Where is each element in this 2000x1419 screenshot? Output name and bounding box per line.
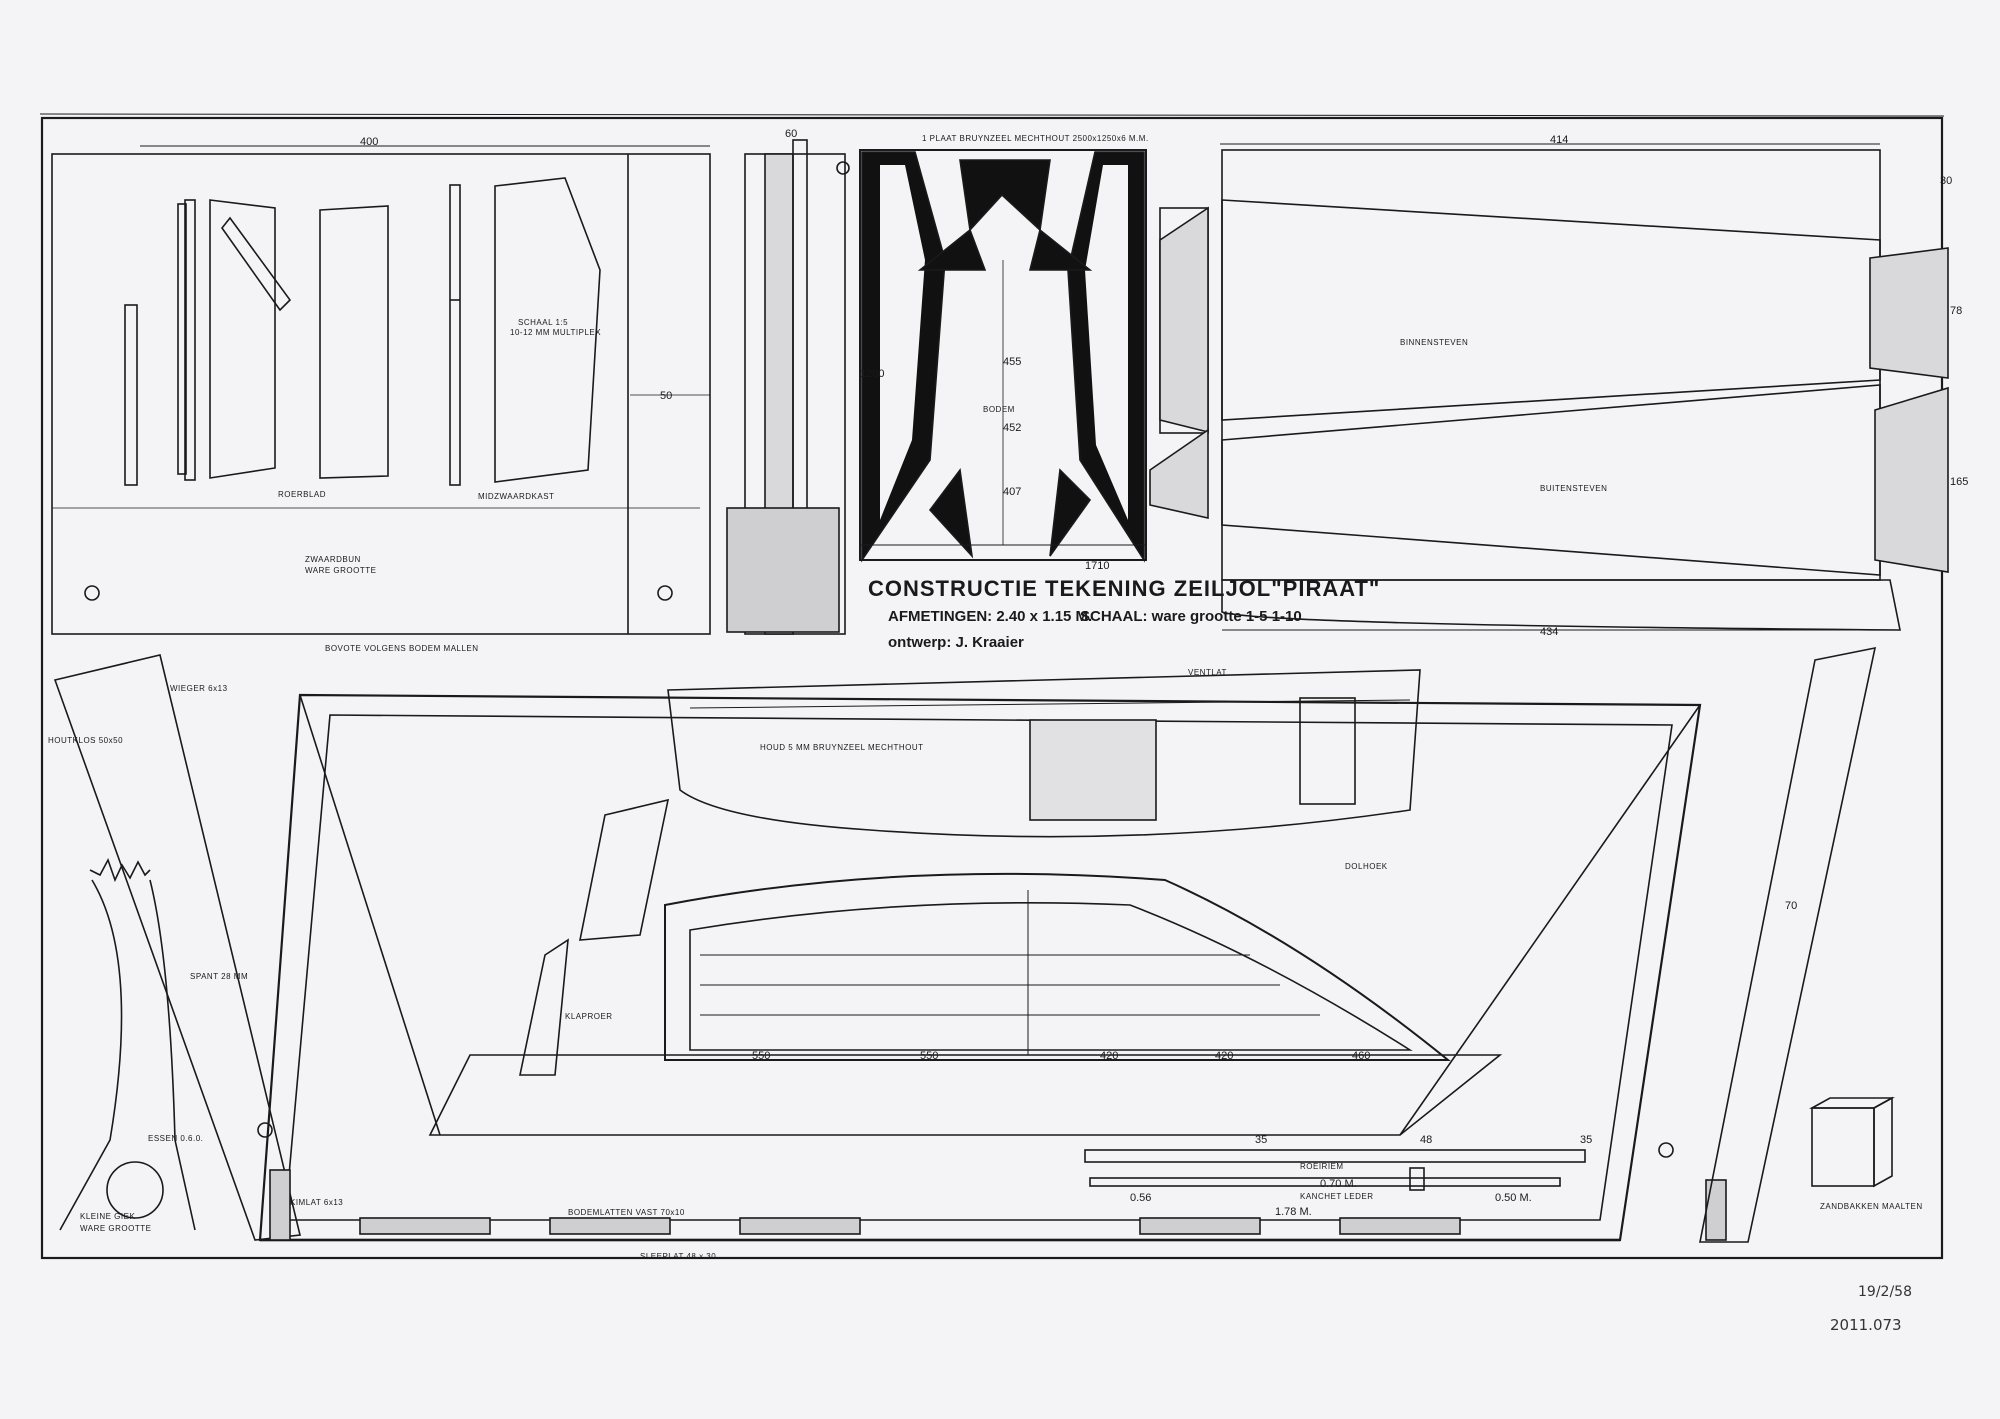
stamp-date: 19/2/58 [1858,1284,1912,1300]
transom-lower [1149,428,1209,519]
label-roeiriem: ROEIRIEM [1300,1162,1344,1171]
label-sleeplat: SLEEPLAT 48 x 30 [640,1252,717,1261]
dim-414: 414 [1550,134,1569,146]
label-roerblad: ROERBLAD [278,490,327,499]
stem-panel [1221,149,1881,581]
label-spant: SPANT 28 MM [190,972,249,981]
label-zwaard: ZWAARDBUN [305,555,361,564]
len-420b: 420 [1215,1050,1234,1062]
centreboard-full [494,177,601,483]
dim-165: 165 [1950,476,1969,488]
mast-column [744,153,846,635]
gunwale-detail [89,858,151,883]
label-hull-plywood: HOUD 5 MM BRUYNZEEL MECHTHOUT [760,743,924,752]
tiller-part [124,304,138,486]
label-kleine-giek: KLEINE GIEK [80,1212,136,1221]
stern-frame [1699,646,1877,1243]
dim-1200: 1200 [860,368,885,380]
label-bodem-note: BOVOTE VOLGENS BODEM MALLEN [325,644,479,653]
label-ventilat: VENTLAT [1188,668,1227,677]
hull-outline [258,693,1702,1242]
border-top-shadow [39,113,1945,117]
len-550b: 550 [920,1050,939,1062]
label-klaproer: KLAPROER [565,1012,613,1021]
tiller-elbow [519,938,569,1076]
len-178: 1.78 M. [1275,1206,1312,1218]
label-midzwaard: MIDZWAARDKAST [478,492,555,501]
rudder-blade [209,199,276,479]
dim-78: 78 [1950,305,1963,317]
ply-piece-3 [959,159,1051,232]
label-ware-grootte-2: WARE GROOTTE [80,1224,152,1233]
dim-30: 30 [1940,175,1953,187]
panel-centreboard [51,153,711,635]
len-460: 460 [1352,1050,1371,1062]
len-056: 0.56 [1130,1192,1152,1204]
label-zandbakken: ZANDBAKKEN MAALTEN [1820,1202,1923,1211]
label-bodem: BODEM [983,405,1015,414]
label-bodemlatten: BODEMLATTEN VAST 70x10 [568,1208,685,1217]
drawing-designer: ontwerp: J. Kraaier [888,634,1024,651]
stem-knee [1221,579,1901,631]
len-420a: 420 [1100,1050,1119,1062]
zandbak-detail [1811,1107,1875,1187]
label-hoekklos: HOUTKLOS 50x50 [48,736,124,745]
label-scale-15: SCHAAL 1:5 [518,318,569,327]
label-kimlat: KIMLAT 6x13 [290,1198,344,1207]
sheet-border [40,116,1944,1260]
kleine-giek [59,879,196,1231]
dim-434: 434 [1540,626,1559,638]
dim-48: 48 [1420,1134,1433,1146]
len-70: 70 [1785,900,1798,912]
drawing-scale: SCHAAL: ware grootte 1-5 1-10 [1080,608,1302,625]
hull-inner [284,714,1673,1221]
cabin-top [664,872,1451,1061]
drawing-title: CONSTRUCTIE TEKENING ZEILJOL"PIRAAT" [868,576,1381,601]
len-550a: 550 [752,1050,771,1062]
dim-50: 50 [660,390,673,402]
bow-frame [53,654,301,1241]
len-070: 0.70 M. [1320,1178,1357,1190]
buitensteven [1221,384,1881,576]
binnensteven [1221,199,1881,421]
dim-407: 407 [1003,486,1022,498]
dim-35b: 35 [1580,1134,1593,1146]
label-binnensteven: BINNENSTEVEN [1400,338,1469,347]
oar [1084,1149,1586,1163]
stamp-number: 2011.073 [1830,1316,1902,1334]
dim-1710: 1710 [1085,560,1110,572]
deck-plan [428,1054,1503,1136]
drawing-dimensions: AFMETINGEN: 2.40 x 1.15 M. [888,608,1093,625]
label-kanchet: KANCHET LEDER [1300,1192,1374,1201]
dim-60: 60 [785,128,798,140]
label-dolhoek: DOLHOEK [1345,862,1388,871]
label-buitensteven: BUITENSTEVEN [1540,484,1608,493]
label-essen: ESSEN 0.6.0. [148,1134,204,1143]
dim-35a: 35 [1255,1134,1268,1146]
len-050: 0.50 M. [1495,1192,1532,1204]
dim-455: 455 [1003,356,1022,368]
plywood-layout [859,149,1147,561]
label-wieger: WIEGER 6x13 [170,684,228,693]
plate-note: 1 PLAAT BRUYNZEEL MECHTHOUT 2500x1250x6 … [922,134,1149,143]
rudder-outline [579,798,670,941]
label-ware-grootte-1: WARE GROOTTE [305,566,377,575]
dim-452: 452 [1003,422,1022,434]
hull-profile [667,669,1421,838]
dim-400: 400 [360,136,379,148]
label-plywood: 10-12 MM MULTIPLEX [510,328,602,337]
centreboard-scale [319,205,389,479]
